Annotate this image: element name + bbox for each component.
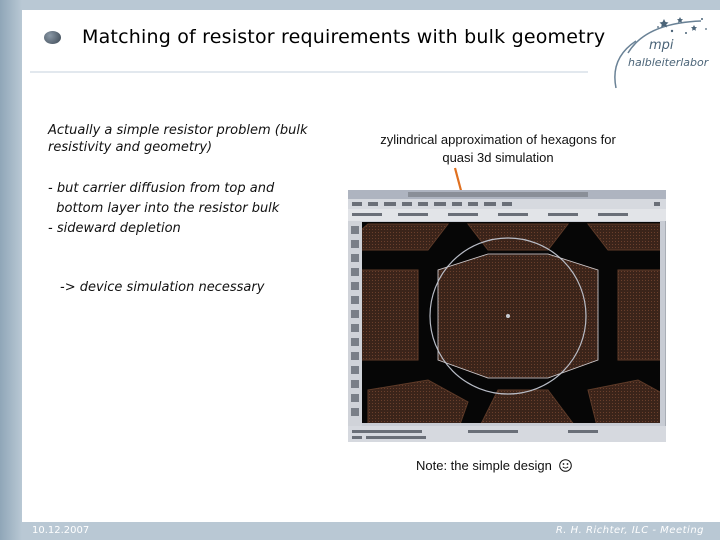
body-text-effects: - but carrier diffusion from top and bot…: [48, 181, 280, 236]
top-decor-bar: [22, 0, 720, 10]
footer-bar: [22, 522, 720, 540]
body-text-intro: Actually a simple resistor problem (bulk…: [48, 123, 308, 155]
note-label: Note: the simple design: [416, 458, 552, 473]
note-text: Note: the simple design: [416, 458, 573, 473]
footer-author: R. H. Richter, ILC - Meeting: [555, 525, 704, 536]
left-decor-bar: [0, 0, 22, 540]
mpi-halbleiterlabor-logo-icon: [614, 17, 707, 89]
title-bullet-icon: [44, 31, 61, 44]
smiley-icon: [559, 459, 573, 472]
slide-title: Matching of resistor requirements with b…: [82, 26, 606, 48]
title-underline: [30, 71, 588, 73]
body-text-conclusion: -> device simulation necessary: [60, 280, 265, 295]
simulation-screenshot: [348, 190, 666, 442]
logo-text-mpi: mpi: [649, 38, 674, 53]
figure-caption: zylindrical approximation of hexagons fo…: [380, 132, 616, 165]
logo-text-halbleiterlabor: halbleiterlabor: [628, 56, 709, 69]
footer-date: 10.12.2007: [32, 525, 90, 536]
